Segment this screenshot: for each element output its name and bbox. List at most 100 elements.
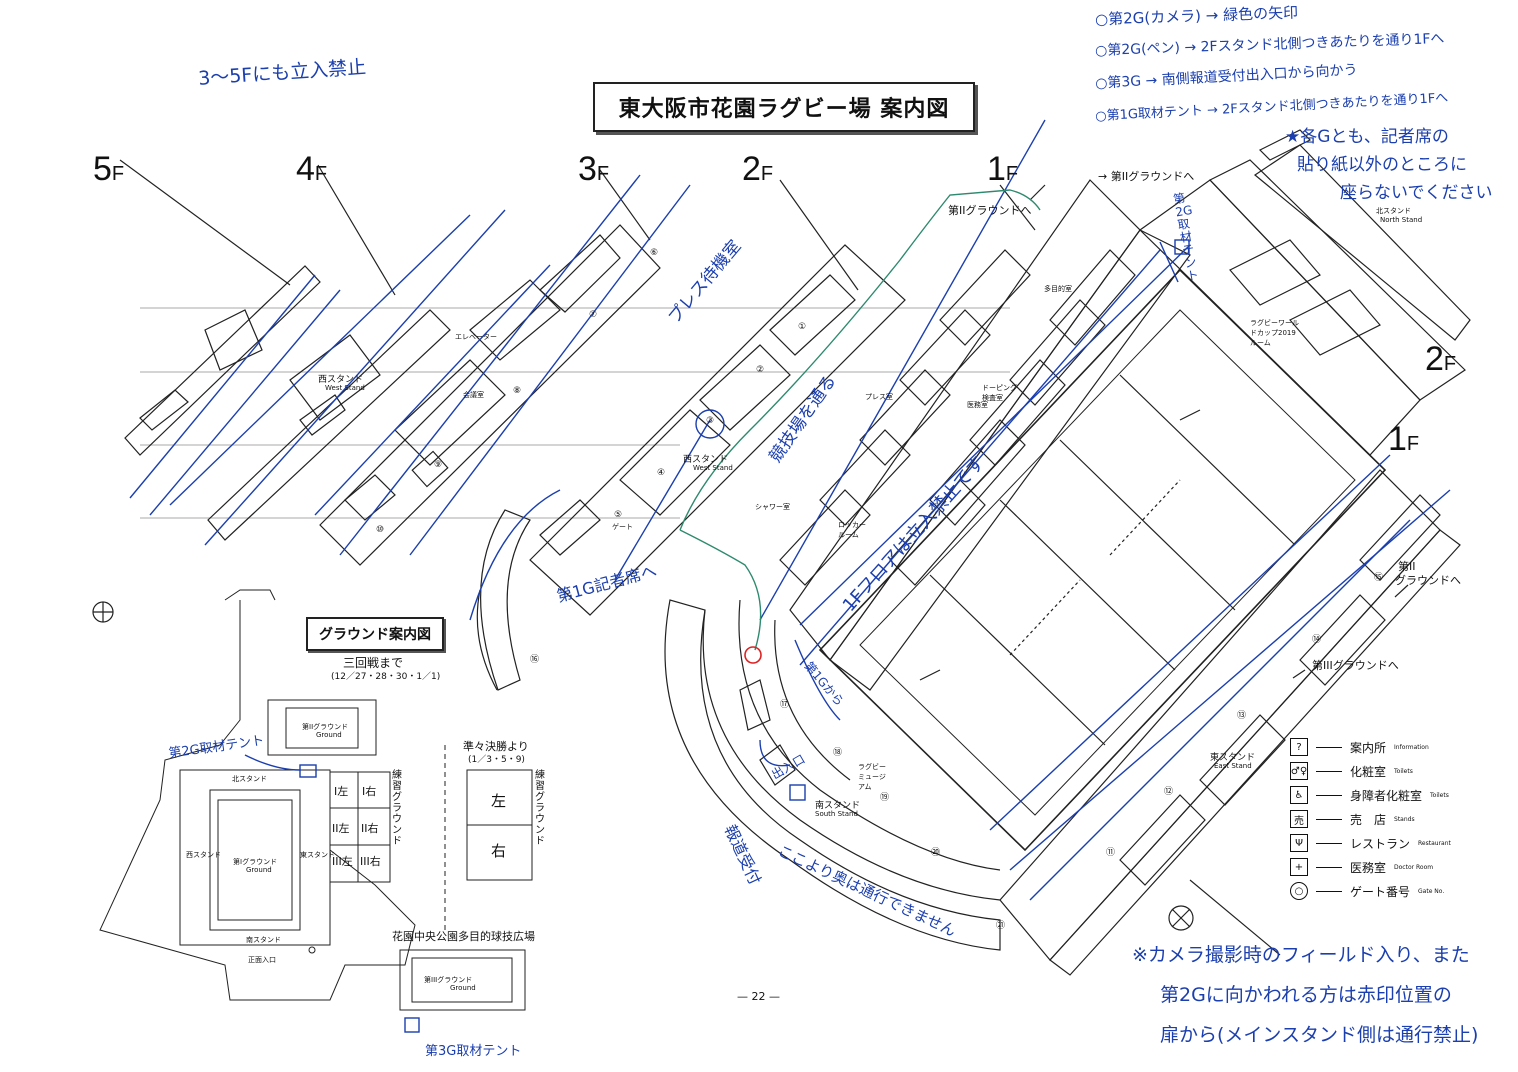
gate-20: ⑳ <box>931 848 941 858</box>
gate-7: ⑦ <box>589 310 598 320</box>
direction-ground2-mid: 第IIグラウンドへ <box>948 204 1032 217</box>
compass-left <box>92 601 114 623</box>
ground2-label-en: Ground <box>316 731 342 739</box>
map-title: 東大阪市花園ラグビー場 案内図 <box>593 82 975 132</box>
rugby-field <box>818 268 1387 852</box>
north-stand-plan <box>1139 129 1471 456</box>
until-round3: 三回戦まで <box>343 656 404 670</box>
ground1-label-en: Ground <box>246 866 272 874</box>
gate-1: ① <box>798 322 807 332</box>
room-rugby-museum: ラグビーミュージアム <box>858 763 886 791</box>
ground-west-stand: 西スタンド <box>186 851 221 859</box>
wheelchair-icon: ♿ <box>1290 786 1308 804</box>
gate-6: ⑥ <box>650 248 659 258</box>
label-north-stand-en: North Stand <box>1380 216 1423 224</box>
g3-left: III左 <box>332 855 353 868</box>
room-shower: シャワー室 <box>755 503 790 511</box>
gate-16: ⑯ <box>530 655 540 665</box>
room-medical: 医務室 <box>967 401 988 409</box>
gate-12: ⑫ <box>1164 787 1174 797</box>
gate-label: ゲート <box>612 523 633 531</box>
restaurant-icon: Ψ <box>1290 834 1308 852</box>
practice-right: 右 <box>491 842 507 860</box>
gate-17: ⑰ <box>780 700 790 710</box>
label-west-stand-4f: 西スタンド <box>318 375 364 385</box>
ground-main-gate: 正面入口 <box>248 956 276 964</box>
floor-3f-plan <box>319 169 661 566</box>
label-south-stand: 南スタンド <box>815 801 861 811</box>
floor-label-5f: 5F <box>93 150 125 188</box>
floor-4f-plan <box>207 164 451 541</box>
gate-10: ⑩ <box>376 525 385 535</box>
south-stand-plan <box>664 599 1001 951</box>
floor-5f-plan <box>119 159 321 456</box>
hw-press-tent-bottom: 第3G取材テント <box>425 1044 522 1059</box>
direction-ground3: 第IIIグラウンドへ <box>1312 659 1399 672</box>
from-quarterfinal-dates: (1／3・5・9) <box>468 755 525 765</box>
g2-left: II左 <box>332 822 350 835</box>
gate-13: ⑬ <box>1237 711 1247 721</box>
hw-bottom-note-3: 扉から(メインスタンド側は通行禁止) <box>1160 1024 1479 1046</box>
gate-9: ⑨ <box>434 460 443 470</box>
direction-ground2-right-a: 第II <box>1398 560 1416 573</box>
gate-2: ② <box>756 365 765 375</box>
room-locker: ロッカールーム <box>838 521 866 539</box>
ground-map-drawing <box>99 589 533 1011</box>
g2-right: II右 <box>361 822 379 835</box>
label-east-stand: 東スタンド <box>1210 753 1256 763</box>
room-rwc: ラグビーワールドカップ2019ルーム <box>1250 319 1299 347</box>
east-stand-plan <box>999 469 1461 976</box>
g3-right: III右 <box>360 855 381 868</box>
hw-note-5c: 座らないでください <box>1340 183 1493 203</box>
floor-label-4f: 4F <box>296 150 328 188</box>
hw-bottom-note-2: 第2Gに向かわれる方は赤印位置の <box>1160 984 1452 1006</box>
ground-south-stand: 南スタンド <box>246 936 281 944</box>
room-press: プレス室 <box>865 393 893 401</box>
gate-18: ⑱ <box>833 748 843 758</box>
label-north-stand: 北スタンド <box>1376 207 1411 215</box>
from-quarterfinal: 準々決勝より <box>463 740 529 753</box>
g1-right: I右 <box>362 785 377 798</box>
gate-14: ⑭ <box>1312 635 1322 645</box>
gate-icon: ○ <box>1290 882 1308 900</box>
ground-map-title: グラウンド案内図 <box>306 617 444 651</box>
floor-2f-plan <box>529 179 906 616</box>
info-icon: ? <box>1290 738 1308 756</box>
room-elevator: エレベーター <box>455 333 497 341</box>
compass-right <box>1168 905 1194 931</box>
hw-bottom-note-1: ※カメラ撮影時のフィールド入り、また <box>1132 944 1470 966</box>
practice-ground-right: 練習グラウンド <box>535 770 545 847</box>
park-name: 花園中央公園多目的球技広場 <box>392 930 535 943</box>
floor-label-1f: 1F <box>987 150 1019 188</box>
floor-1f-plan <box>779 179 1191 691</box>
page-number: — 22 — <box>737 990 780 1003</box>
until-round3-dates: (12／27・28・30・1／1) <box>331 672 441 682</box>
direction-ground2-right-b: グラウンドへ <box>1395 574 1461 587</box>
gate-8: ⑧ <box>513 386 522 396</box>
ground-north-stand: 北スタンド <box>232 775 267 783</box>
room-multipurpose: 多目的室 <box>1044 285 1072 293</box>
ground3-label: 第IIIグラウンド <box>424 976 473 984</box>
room-doping: ドーピング検査室 <box>982 384 1017 402</box>
practice-left: 左 <box>491 792 507 810</box>
hw-note-5a: ★各Gとも、記者席の <box>1285 127 1449 147</box>
practice-ground-left: 練習グラウンド <box>392 770 402 847</box>
hw-note-5b: 貼り紙以外のところに <box>1297 155 1467 175</box>
floor-label-east-2f: 2F <box>1425 340 1457 378</box>
gate-4: ④ <box>657 468 666 478</box>
gate-15: ⑮ <box>1374 573 1384 583</box>
gate-5: ⑤ <box>614 510 623 520</box>
ground3-label-en: Ground <box>450 984 476 992</box>
label-west-stand-2f-en: West Stand <box>693 464 733 472</box>
floor-label-3f: 3F <box>578 150 610 188</box>
label-east-stand-en: East Stand <box>1214 762 1252 770</box>
direction-ground2-top: → 第IIグラウンドへ <box>1098 170 1195 183</box>
doctor-icon: + <box>1290 858 1308 876</box>
